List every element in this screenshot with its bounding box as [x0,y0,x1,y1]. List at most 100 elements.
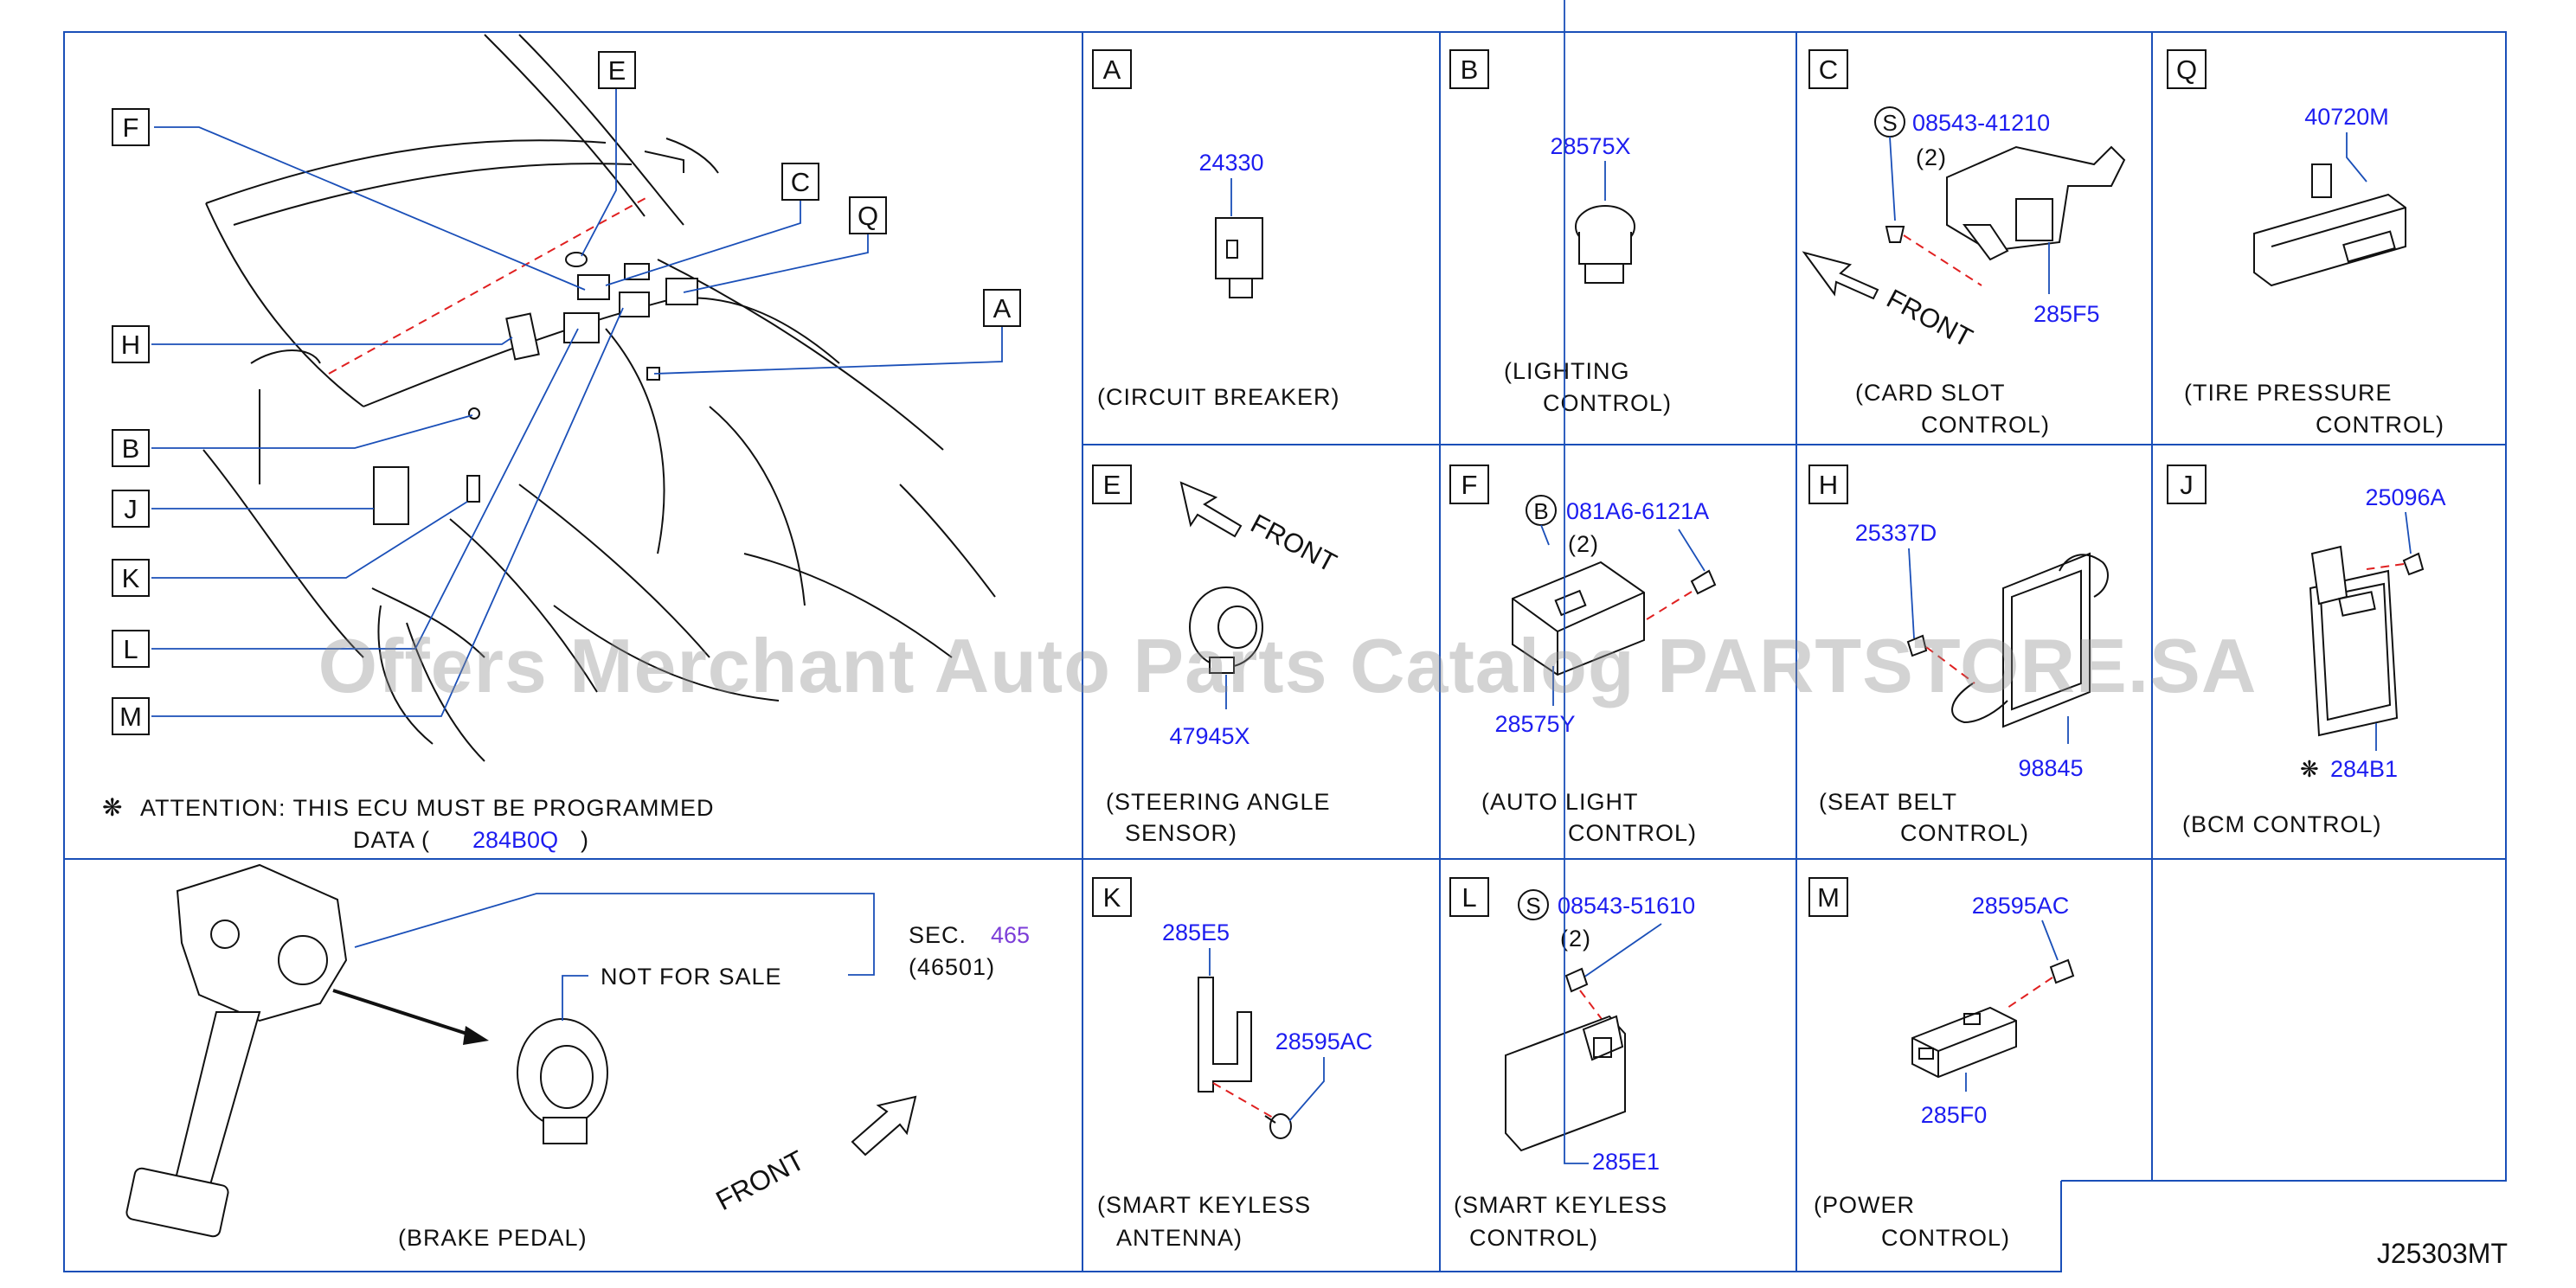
callout-k: K [122,563,140,593]
callout-q: Q [858,201,878,231]
panel-a: A 24330 (CIRCUIT BREAKER) [1092,49,1340,410]
callout-box-q [849,196,887,234]
part-47945x[interactable]: 47945X [1169,723,1249,749]
panel-f-qty: (2) [1568,531,1599,557]
panel-m-letter: M [1817,882,1840,913]
part-24330[interactable]: 24330 [1198,150,1263,176]
panel-f: F B 081A6-6121A (2) 28575Y (AUTO LIGHT C… [1449,465,1717,846]
s-badge-icon: S [1882,110,1897,136]
attention-note: ❋ ATTENTION: THIS ECU MUST BE PROGRAMMED… [102,794,714,853]
panel-l-letter: L [1461,882,1476,913]
part-285f0[interactable]: 285F0 [1921,1102,1988,1128]
part-28575x[interactable]: 28575X [1550,133,1630,159]
asterisk-icon: ❋ [2300,756,2319,782]
overview-callouts: E F C Q A H B J K L M [112,51,1021,735]
callout-box-l [112,630,150,668]
panel-a-letter: A [1103,54,1121,85]
panel-c-caption2: CONTROL) [1921,412,2050,438]
panel-e-caption2: SENSOR) [1125,820,1237,846]
panel-c-front: FRONT [1882,283,1978,353]
callout-box-h [112,325,150,363]
s-badge-icon: S [1526,893,1540,919]
part-285e5[interactable]: 285E5 [1162,920,1230,945]
front-arrow-icon [851,1095,917,1157]
part-98845[interactable]: 98845 [2018,755,2083,781]
panel-q: Q 40720M (TIRE PRESSURE CONTROL) [2167,49,2444,438]
callout-f: F [123,112,139,143]
panel-c-caption1: (CARD SLOT [1855,380,2006,406]
not-for-sale: NOT FOR SALE [601,964,782,990]
panel-l-caption1: (SMART KEYLESS [1454,1192,1667,1218]
panel-m-caption2: CONTROL) [1881,1225,2010,1251]
panel-k: K 285E5 28595AC (SMART KEYLESS ANTENNA) [1092,877,1373,1251]
panel-j-letter: J [2180,470,2194,500]
panel-q-caption2: CONTROL) [2316,412,2444,438]
panel-l-caption2: CONTROL) [1469,1225,1598,1251]
attention-part-link[interactable]: 284B0Q [472,827,558,853]
front-arrow-icon [1179,481,1243,538]
panel-m-caption1: (POWER [1814,1192,1915,1218]
panel-e-letter: E [1103,470,1121,500]
panel-a-caption: (CIRCUIT BREAKER) [1097,384,1340,410]
front-arrow-icon [1802,251,1879,300]
part-28595ac-k[interactable]: 28595AC [1275,1028,1373,1054]
panel-f-caption1: (AUTO LIGHT [1481,789,1639,815]
panel-c-letter: C [1819,54,1838,85]
panel-h-caption1: (SEAT BELT [1819,789,1957,815]
callout-h: H [121,330,140,360]
watermark: Offers Merchant Auto Parts Catalog PARTS… [318,623,2258,708]
panel-h: H 25337D 98845 (SEAT BELT CONTROL) [1808,465,2109,846]
part-25337d[interactable]: 25337D [1855,520,1937,546]
callout-box-a [983,289,1021,327]
part-40720m[interactable]: 40720M [2304,104,2389,130]
callout-box-j [112,490,150,528]
panel-e-caption1: (STEERING ANGLE [1106,789,1331,815]
overview-drawing [151,34,1003,762]
callout-b: B [122,433,140,464]
panel-f-letter: F [1461,470,1478,500]
panel-m: M 28595AC 285F0 (POWER CONTROL) [1808,877,2075,1251]
callout-box-f [112,108,150,146]
sec-label: SEC. [909,922,967,948]
panel-j-caption: (BCM CONTROL) [2182,811,2382,837]
callout-box-c [781,163,819,201]
brake-pedal-panel: SEC. 465 (46501) NOT FOR SALE FRONT (BRA… [125,863,1030,1251]
panel-e-front: FRONT [1246,508,1342,578]
part-28575y[interactable]: 28575Y [1494,711,1575,737]
callout-e: E [608,55,626,86]
brake-front-label: FRONT [710,1144,809,1217]
callout-a: A [993,293,1012,324]
panel-q-letter: Q [2176,54,2197,85]
panel-j: J 25096A ❋ 284B1 (BCM CONTROL) [2167,465,2446,837]
part-284b1[interactable]: 284B1 [2330,756,2398,782]
part-28595ac-m[interactable]: 28595AC [1972,893,2070,919]
part-285e1[interactable]: 285E1 [1592,1149,1660,1175]
panel-l: L S 08543-51610 (2) 285E1 (SMART KEYLESS… [1449,0,1695,1251]
b-badge-icon: B [1533,498,1548,524]
panel-q-caption1: (TIRE PRESSURE [2184,380,2393,406]
panel-b-caption1: (LIGHTING [1504,358,1630,384]
part-25096a[interactable]: 25096A [2365,484,2445,510]
callout-j: J [124,494,138,524]
attention-line2-post: ) [581,827,589,853]
callout-c: C [791,167,810,197]
panel-h-caption2: CONTROL) [1900,820,2029,846]
asterisk-icon: ❋ [102,794,122,821]
part-285f5[interactable]: 285F5 [2033,301,2100,327]
panel-k-letter: K [1103,882,1121,913]
callout-box-m [112,697,150,735]
part-08543-51610[interactable]: 08543-51610 [1558,893,1695,919]
callout-l: L [123,634,138,664]
callout-m: M [119,702,142,732]
panel-h-letter: H [1819,470,1838,500]
panel-b: B 28575X (LIGHTING CONTROL) [1449,49,1671,416]
attention-line2-pre: DATA ( [353,827,430,853]
callout-box-k [112,559,150,597]
part-081a6-6121a[interactable]: 081A6-6121A [1566,498,1709,524]
part-08543-41210[interactable]: 08543-41210 [1912,110,2050,136]
panel-k-caption2: ANTENNA) [1116,1225,1243,1251]
sec-number-link[interactable]: 465 [991,922,1030,948]
sec-sub: (46501) [909,954,995,980]
